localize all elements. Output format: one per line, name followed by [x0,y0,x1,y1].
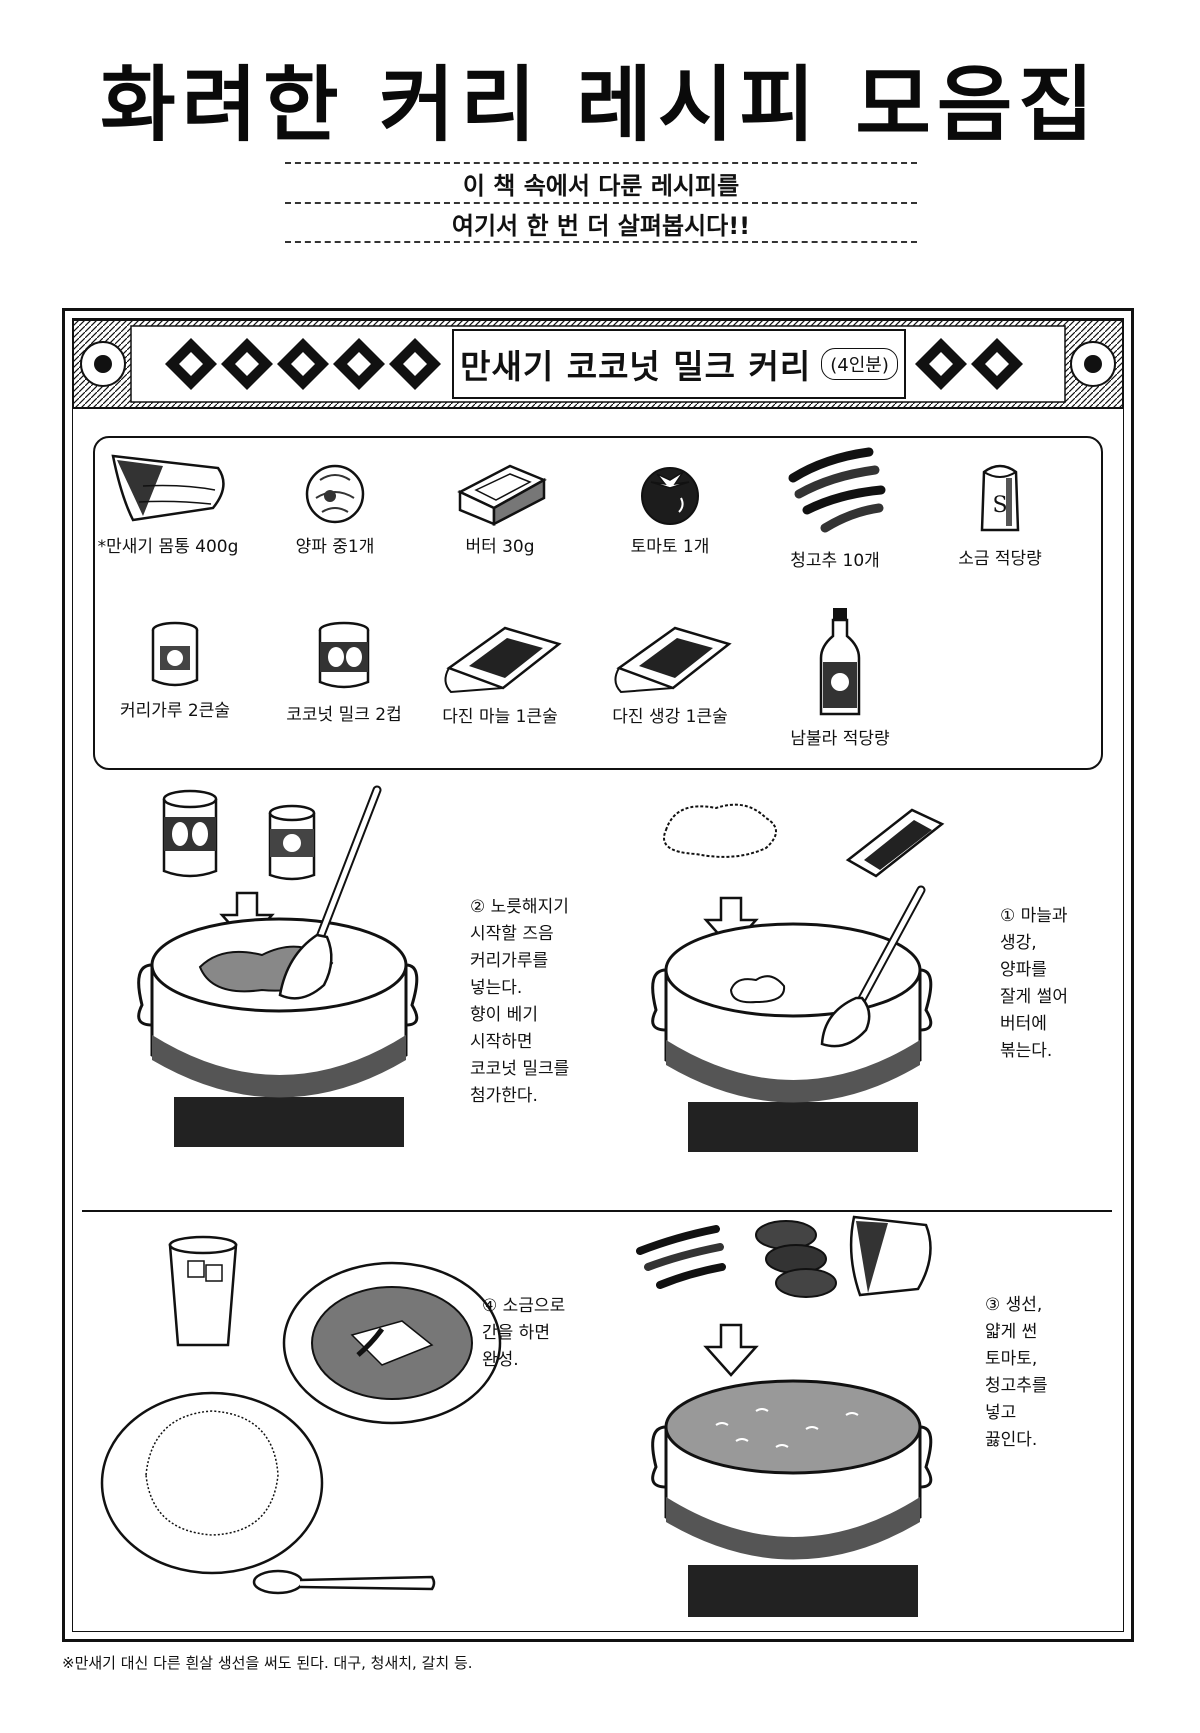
butter-icon [457,464,547,527]
ingredient-label: *만새기 몸통 400g [97,537,239,557]
minced-ginger-tray-icon [614,626,732,694]
ingredient-label: 소금 적당량 [958,549,1042,569]
section-divider [82,1210,1112,1212]
page-title: 화려한 커리 레시피 모음집 [100,58,1100,153]
ingredient-curry-powder: 커리가루 2큰술 [90,620,260,721]
ingredient-butter: 버터 30g [415,458,585,557]
subtitle-line-1: 이 책 속에서 다룬 레시피를 [462,172,740,200]
recipe-frame-inner [72,318,1124,1632]
fish-fillet-icon [111,454,225,522]
curry-plate-icon [282,1261,502,1425]
minced-onion-icon [663,803,777,858]
recipe-title-box: 만새기 코코넛 밀크 커리 (4인분) [453,330,905,398]
dashed-rule [285,241,917,243]
coconut-milk-can-icon [318,621,370,689]
step-4-text: ④ 소금으로 간을 하면 완성. [482,1296,566,1370]
curry-powder-can-icon [151,621,199,687]
tomato-icon [641,467,699,525]
green-chili-icon [788,447,886,533]
ingredient-salt: S 소금 적당량 [915,458,1085,569]
recipe-servings: (4인분) [821,348,898,380]
footnote: ※만새기 대신 다른 흰살 생선을 써도 된다. 대구, 청새치, 갈치 등. [62,1654,473,1672]
step-1-illustration [651,803,945,1152]
ingredient-label: 청고추 10개 [790,551,880,571]
step-2-illustration [137,785,419,1147]
step-3-text: ③ 생선, 얇게 썬 토마토, 청고추를 넣고 끓인다. [985,1295,1048,1450]
sliced-tomato-icon [755,1220,837,1298]
ingredient-onion: 양파 중1개 [250,456,420,557]
step-4-illustration [100,1235,502,1595]
water-glass-icon [168,1235,238,1347]
ingredient-label: 다진 마늘 1큰술 [442,707,558,727]
ingredient-chili: 청고추 10개 [750,447,920,571]
minced-garlic-tray-icon [845,808,945,878]
ingredient-label: 토마토 1개 [630,537,710,557]
step-1-text: ① 마늘과 생강, 양파를 잘게 썰어 버터에 볶는다. [1000,906,1068,1061]
ingredient-label: 코코넛 밀크 2컵 [286,705,402,725]
ingredient-label: 버터 30g [465,537,535,557]
recipe-frame [62,308,1134,1642]
onion-icon [305,464,365,524]
salt-shaker-icon: S [980,464,1020,532]
green-chili-icon [636,1225,726,1289]
down-arrow-icon [703,1323,759,1377]
ingredient-coconut-milk: 코코넛 밀크 2컵 [259,620,429,725]
dashed-rule [285,162,917,164]
ingredient-label: 커리가루 2큰술 [119,701,231,721]
ingredient-label: 남불라 적당량 [790,729,890,749]
coconut-milk-can-icon [162,789,316,881]
ingredient-fish: *만새기 몸통 400g [83,446,253,557]
dashed-rule [285,202,917,204]
step-3-illustration [636,1215,933,1617]
ingredient-ginger: 다진 생강 1큰술 [585,622,755,727]
ingredient-tomato: 토마토 1개 [585,458,755,557]
step-2-text: ② 노릇해지기 시작할 즈음 커리가루를 넣는다. 향이 베기 시작하면 코코넛… [470,897,570,1106]
spoon-icon [252,1569,436,1595]
rice-plate-icon [100,1391,324,1575]
fish-sauce-bottle-icon [819,608,861,716]
subtitle-line-2: 여기서 한 번 더 살펴봅시다!! [451,212,751,240]
fish-fillet-icon [849,1215,932,1297]
ingredient-label: 양파 중1개 [295,537,375,557]
minced-garlic-tray-icon [444,626,562,694]
recipe-name: 만새기 코코넛 밀크 커리 [460,347,812,386]
ingredient-garlic: 다진 마늘 1큰술 [415,622,585,727]
ingredient-fish-sauce: 남불라 적당량 [755,606,925,749]
svg-text:S: S [992,493,1007,518]
ingredients-box [93,436,1103,770]
ingredient-label: 다진 생강 1큰술 [612,707,728,727]
recipe-banner: 만새기 코코넛 밀크 커리 (4인분) [72,319,1124,409]
ornament-pattern-icon [72,319,1124,409]
